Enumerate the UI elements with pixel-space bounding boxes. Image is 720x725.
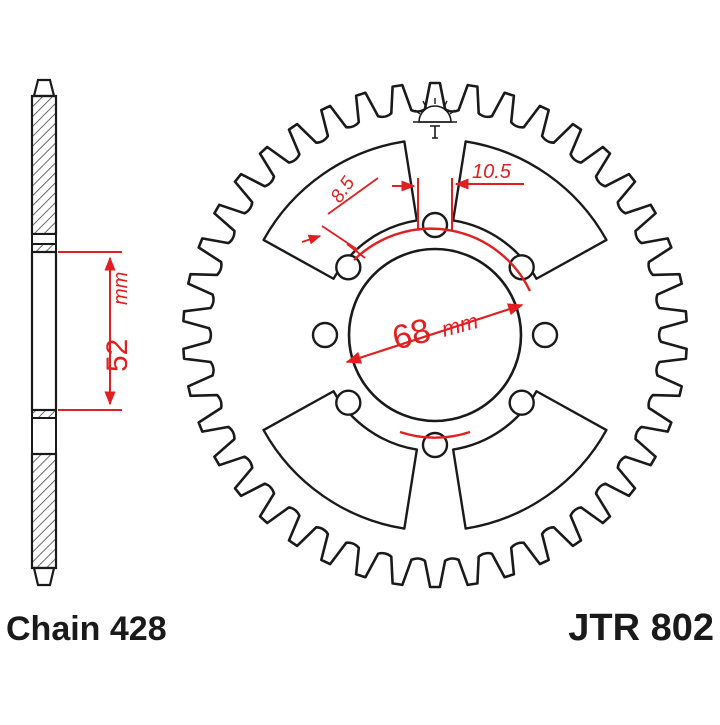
bolt-holes	[311, 211, 559, 459]
part-number-label: JTR 802	[568, 607, 714, 649]
bolt-hole-3	[531, 321, 559, 349]
side-profile-top-band-hatch	[31, 243, 57, 253]
bolt-circle-arc-upper	[353, 227, 532, 292]
side-profile-web	[30, 250, 58, 412]
side-profile-bottom-hatch	[30, 452, 58, 570]
spoke-window-4	[262, 390, 419, 530]
bolt-hole-7	[311, 321, 339, 349]
bolt-hole-8	[335, 254, 362, 281]
dimension-52-unit: mm	[110, 272, 132, 305]
side-profile-top-hatch	[30, 94, 58, 236]
dimension-52mm: 52 mm	[58, 251, 134, 411]
jt-sun-logo-icon	[413, 98, 457, 139]
spoke-window-3	[451, 390, 608, 530]
bolt-hole-2	[508, 254, 535, 281]
side-profile-bottom-band-hatch	[31, 409, 57, 419]
spoke-window-2	[451, 140, 608, 280]
chain-label: Chain 428	[6, 610, 167, 648]
bolt-circle-arc-lower	[399, 430, 471, 439]
dimension-10-5-value: 10.5	[472, 161, 512, 183]
center-bore	[347, 247, 523, 423]
side-profile-top-tooth	[32, 78, 56, 98]
spoke-window-1	[262, 140, 419, 280]
sprocket-face: 68 mm 8.5 10.5	[182, 81, 688, 589]
dimension-52-value: 52	[101, 339, 134, 372]
bolt-hole-4	[508, 389, 535, 416]
side-profile-top-band	[31, 233, 57, 245]
bolt-hole-1	[421, 211, 449, 239]
dimension-10-5: 10.5	[392, 161, 524, 230]
spoke-windows	[262, 140, 608, 530]
side-profile-bottom-tooth	[32, 566, 56, 587]
bolt-hole-6	[335, 389, 362, 416]
side-profile-bottom-band	[31, 417, 57, 455]
side-profile: 52 mm	[30, 78, 134, 587]
bolt-hole-5	[421, 431, 449, 459]
